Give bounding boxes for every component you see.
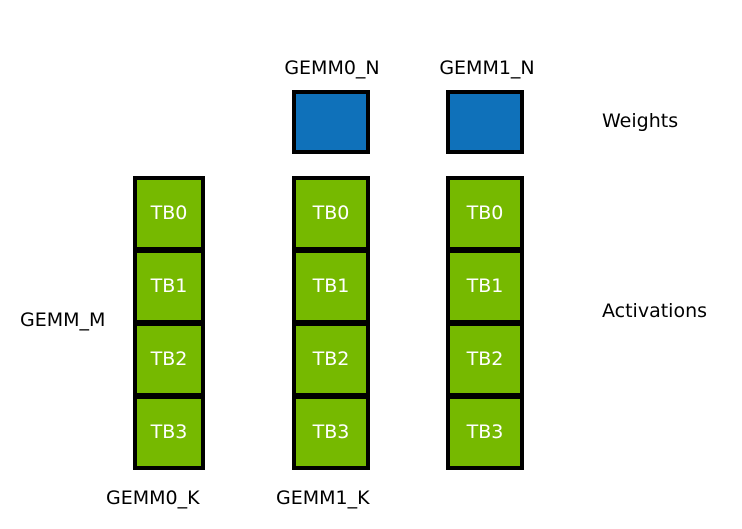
tb-cell: TB0 — [133, 176, 205, 251]
tb-cell: TB3 — [133, 395, 205, 470]
activation-column-gemm1-k: TB0 TB1 TB2 TB3 — [292, 176, 370, 470]
weight-box-gemm0 — [292, 90, 370, 154]
gemm1-k-label: GEMM1_K — [276, 487, 370, 509]
tb-cell: TB1 — [133, 249, 205, 324]
tb-cell: TB2 — [446, 322, 524, 397]
tb-cell: TB3 — [446, 395, 524, 470]
tb-cell: TB3 — [292, 395, 370, 470]
gemm0-k-label: GEMM0_K — [106, 487, 200, 509]
tb-cell: TB0 — [446, 176, 524, 251]
tb-cell: TB0 — [292, 176, 370, 251]
tb-cell: TB1 — [292, 249, 370, 324]
tb-cell: TB1 — [446, 249, 524, 324]
gemm1-n-label-line1: GEMM1_N — [439, 57, 535, 79]
activation-column-right: TB0 TB1 TB2 TB3 — [446, 176, 524, 470]
activations-label: Activations — [602, 300, 708, 322]
activation-column-gemm0-k: TB0 TB1 TB2 TB3 — [133, 176, 205, 470]
tb-cell: TB2 — [292, 322, 370, 397]
weights-label: Weights — [602, 110, 679, 132]
tb-cell: TB2 — [133, 322, 205, 397]
gemm0-n-label-line1: GEMM0_N — [284, 57, 380, 79]
weight-box-gemm1 — [446, 90, 524, 154]
gemm-m-label: GEMM_M — [20, 309, 106, 331]
